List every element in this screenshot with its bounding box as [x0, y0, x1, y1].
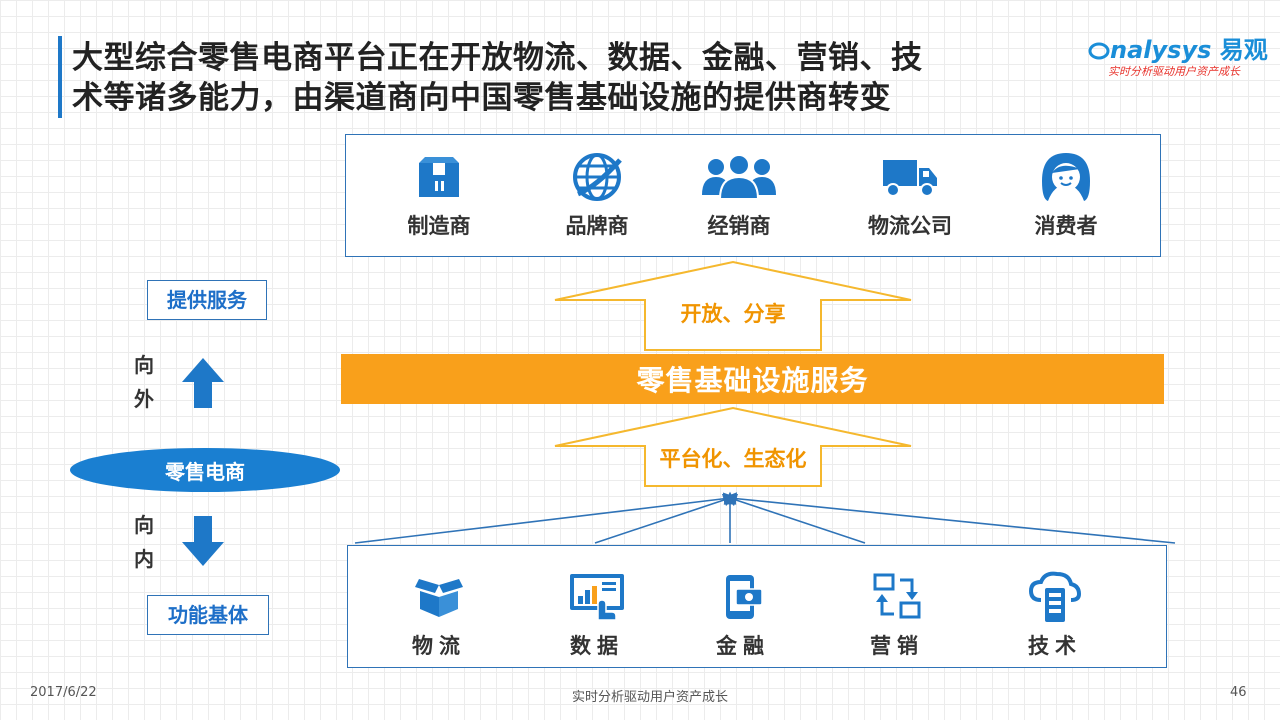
truck-icon — [883, 160, 937, 197]
consumer-icon — [1042, 153, 1090, 201]
capability-marketing: 营销 — [837, 570, 957, 660]
capability-data: 数据 — [537, 570, 657, 660]
inward-char-2: 内 — [134, 547, 154, 571]
capability-technology: 技术 — [995, 570, 1115, 660]
data-screen-icon — [570, 574, 624, 621]
entity-brand: 品牌商 — [537, 150, 657, 240]
phone-money-icon — [726, 575, 763, 619]
entity-label: 品牌商 — [565, 214, 629, 238]
outward-char-2: 外 — [134, 387, 154, 411]
people-icon — [702, 154, 776, 200]
entity-distributor: 经销商 — [679, 150, 799, 240]
down-arrow-icon — [182, 516, 224, 566]
logo-cn: 易观 — [1219, 36, 1268, 64]
open-box-icon — [415, 579, 463, 617]
box-icon — [419, 157, 459, 197]
logo-latin: nalysys — [1110, 36, 1212, 64]
logo-slogan: 实时分析驱动用户资产成长 — [1108, 65, 1240, 78]
entity-logistics-company: 物流公司 — [850, 150, 970, 240]
title-accent-bar — [58, 36, 62, 118]
provide-services-box: 提供服务 — [147, 280, 267, 320]
analysys-logo: nalysys 易观 实时分析驱动用户资产成长 — [1088, 30, 1268, 78]
cloud-server-icon — [1029, 571, 1081, 622]
upper-arrow-label: 开放、分享 — [680, 302, 786, 326]
inward-char-1: 向 — [134, 513, 154, 537]
inward-label: 向 内 — [132, 508, 156, 576]
capability-label: 数据 — [570, 634, 624, 658]
footer-slogan: 实时分析驱动用户资产成长 — [571, 690, 728, 705]
capability-label: 营销 — [870, 634, 924, 658]
capability-label: 金融 — [716, 634, 770, 658]
entity-label: 经销商 — [707, 214, 771, 238]
retail-ecommerce-ellipse: 零售电商 — [70, 448, 340, 492]
entity-consumer: 消费者 — [1006, 150, 1126, 240]
entity-label: 物流公司 — [868, 214, 952, 238]
capability-label: 技术 — [1028, 634, 1082, 658]
retail-infrastructure-band: 零售基础设施服务 — [341, 354, 1164, 404]
marketing-icon — [873, 573, 921, 619]
footer-date: 2017/6/22 — [30, 685, 97, 700]
title-line-2: 术等诸多能力，由渠道商向中国零售基础设施的提供商转变 — [72, 80, 891, 116]
upper-arrow-shape — [554, 260, 912, 351]
entity-label: 制造商 — [407, 214, 471, 238]
converging-arrows — [354, 491, 1176, 544]
logo-swoosh-icon — [1088, 42, 1110, 60]
globe-icon — [573, 153, 622, 201]
functional-base-box: 功能基体 — [147, 595, 269, 635]
outward-label: 向 外 — [132, 348, 156, 416]
entity-label: 消费者 — [1034, 214, 1098, 238]
logo-name: nalysys 易观 — [1088, 30, 1268, 65]
outward-char-1: 向 — [134, 353, 154, 377]
capability-label: 物流 — [412, 634, 466, 658]
capabilities-box — [347, 545, 1167, 668]
lower-arrow-label: 平台化、生态化 — [659, 447, 807, 471]
page-number: 46 — [1230, 685, 1247, 700]
capability-logistics: 物流 — [379, 570, 499, 660]
title-line-1: 大型综合零售电商平台正在开放物流、数据、金融、营销、技 — [72, 40, 923, 76]
page-title: 大型综合零售电商平台正在开放物流、数据、金融、营销、技 术等诸多能力，由渠道商向… — [72, 38, 1082, 118]
capability-finance: 金融 — [683, 570, 803, 660]
entity-manufacturer: 制造商 — [379, 150, 499, 240]
lower-arrow-shape — [554, 406, 912, 487]
up-arrow-icon — [182, 358, 224, 408]
